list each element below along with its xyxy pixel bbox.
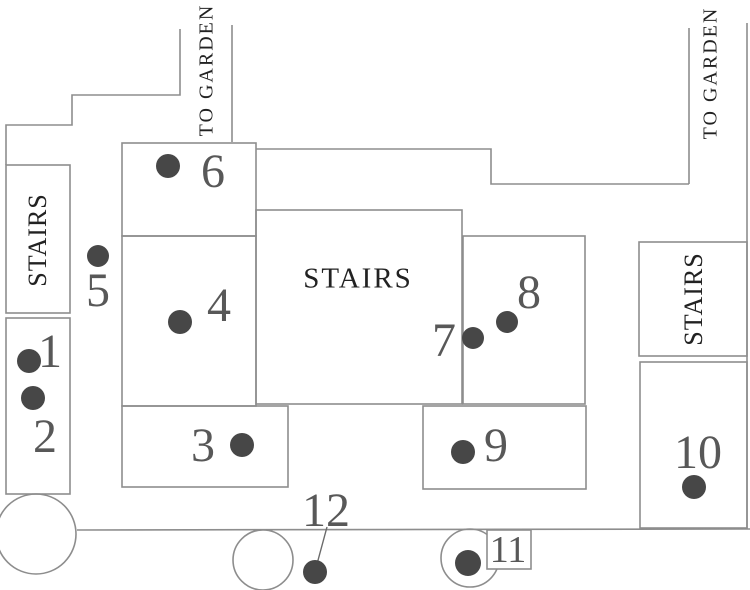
room-10-box (639, 361, 748, 529)
room-9-dot (451, 440, 475, 464)
room-3-dot (230, 433, 254, 457)
room-7-dot (462, 327, 484, 349)
room-4-dot (168, 310, 192, 334)
room-4-label: 4 (207, 279, 231, 332)
turret-circle-west (0, 493, 77, 575)
room-6-dot (156, 154, 180, 178)
stairs-right-room (638, 241, 748, 357)
room-7-8-box (462, 235, 586, 405)
room-5-label: 5 (86, 264, 110, 317)
room-9-label: 9 (484, 419, 508, 472)
room-11-label: 11 (489, 529, 527, 571)
stairs-left-label: STAIRS (23, 193, 52, 287)
room-2-label: 2 (33, 410, 57, 463)
room-5-dot (87, 245, 109, 267)
turret-circle-middle (232, 529, 294, 590)
stairs-left-room (5, 164, 71, 314)
room-11-dot (455, 550, 481, 576)
stairs-right-label: STAIRS (679, 252, 708, 346)
room-1-label: 1 (38, 325, 62, 378)
room-3-box (121, 405, 289, 488)
room-10-label: 10 (674, 426, 722, 479)
stairs-center-room (255, 209, 463, 405)
room-2-dot (21, 386, 45, 410)
south-corridor-wall (76, 528, 750, 531)
north-wall (256, 148, 689, 185)
room-12-label: 12 (302, 484, 350, 537)
to-garden-left-label: TO GARDEN (195, 3, 218, 137)
label-11-box (486, 529, 532, 570)
west-outer-wall (5, 29, 181, 165)
room-6-label: 6 (201, 145, 225, 198)
to-garden-right-label: TO GARDEN (699, 6, 722, 140)
room-7-label: 7 (432, 314, 456, 367)
label-12-leader-line (316, 526, 328, 565)
room-10-dot (682, 475, 706, 499)
room-1-dot (17, 349, 41, 373)
stairs-center-label: STAIRS (303, 262, 413, 295)
room-12-dot (303, 560, 327, 584)
room-6-box (121, 142, 257, 237)
room-8-dot (496, 311, 518, 333)
room-9-box (422, 405, 587, 490)
room-3-label: 3 (191, 419, 215, 472)
room-8-label: 8 (517, 266, 541, 319)
